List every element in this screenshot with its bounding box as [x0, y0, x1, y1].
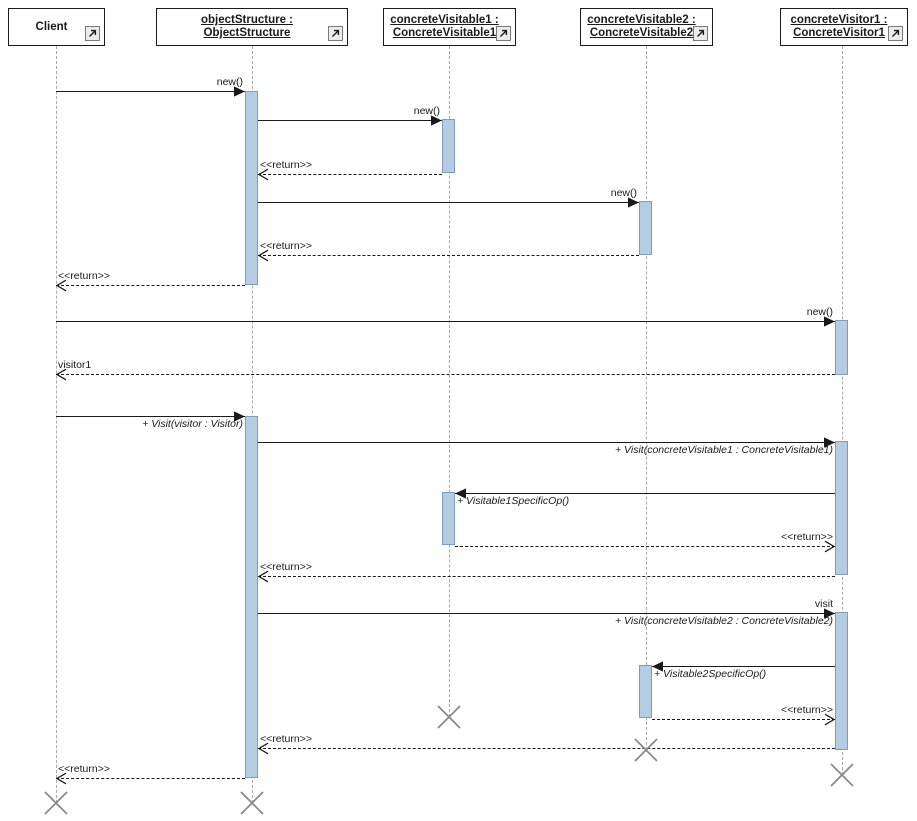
- message-label-m12: <<return>>: [781, 531, 833, 543]
- lifeline-stem-concrete-visitor1: [842, 46, 843, 775]
- message-label-m6: <<return>>: [58, 270, 110, 282]
- lifeline-head-object-structure[interactable]: objectStructure : ObjectStructure: [156, 8, 348, 46]
- lifeline-head-label-client: Client: [35, 20, 68, 33]
- message-label-m9: + Visit(visitor : Visitor): [142, 418, 243, 430]
- message-line-m19: [56, 778, 245, 779]
- message-arrowhead-m7: [823, 315, 836, 328]
- message-label-m1: new(): [216, 76, 243, 88]
- message-line-m2: [258, 120, 442, 121]
- open-in-new-icon[interactable]: [693, 26, 708, 41]
- message-label-m13: <<return>>: [260, 561, 312, 573]
- lifeline-stem-concrete-visitable2: [646, 46, 647, 750]
- message-arrowhead-m4: [627, 196, 640, 209]
- message-label-m15: + Visit(concreteVisitable2 : ConcreteVis…: [615, 615, 833, 627]
- message-label-m10: + Visit(concreteVisitable1 : ConcreteVis…: [615, 444, 833, 456]
- message-label-m7: new(): [806, 306, 833, 318]
- message-label-m2: new(): [413, 105, 440, 117]
- lifeline-head-client[interactable]: Client: [8, 8, 105, 46]
- message-label-m19: <<return>>: [58, 763, 110, 775]
- message-arrowhead-m17: [823, 713, 836, 726]
- lifeline-head-concrete-visitor1[interactable]: concreteVisitor1 : ConcreteVisitor1: [780, 8, 908, 46]
- message-arrowhead-m9: [233, 410, 246, 423]
- message-line-m9: [56, 416, 245, 417]
- message-arrowhead-m8: [55, 368, 68, 381]
- message-arrowhead-m6: [55, 279, 68, 292]
- destruction-marker-concrete-visitor1: [829, 762, 855, 788]
- message-line-m14: [258, 613, 835, 614]
- lifeline-head-concrete-visitable1[interactable]: concreteVisitable1 : ConcreteVisitable1: [383, 8, 516, 46]
- activation-bar-act-cv1-op: [442, 492, 455, 545]
- message-arrowhead-m5: [257, 249, 270, 262]
- destruction-marker-concrete-visitable2: [633, 737, 659, 763]
- message-label-m18: <<return>>: [260, 733, 312, 745]
- open-in-new-icon[interactable]: [888, 26, 903, 41]
- message-line-m11: [455, 493, 835, 494]
- message-line-m18: [258, 748, 835, 749]
- lifeline-stem-client: [56, 46, 57, 803]
- open-in-new-icon[interactable]: [85, 26, 100, 41]
- message-arrowhead-m10: [823, 436, 836, 449]
- activation-bar-act-visitor-visit2: [835, 612, 848, 750]
- activation-bar-act-visitor-visit1: [835, 441, 848, 575]
- activation-bar-act-visitor-create: [835, 320, 848, 375]
- lifeline-head-label-concrete-visitor1: concreteVisitor1 : ConcreteVisitor1: [790, 14, 888, 39]
- message-line-m3: [258, 174, 442, 175]
- message-line-m8: [56, 374, 835, 375]
- message-label-m4: new(): [610, 187, 637, 199]
- destruction-marker-client: [43, 790, 69, 816]
- message-line-m6: [56, 285, 245, 286]
- message-line-m4: [258, 202, 639, 203]
- message-line-m5: [258, 255, 639, 256]
- message-label-m3: <<return>>: [260, 159, 312, 171]
- activation-bar-act-cv2-op: [639, 665, 652, 718]
- message-label-m11: + Visitable1SpecificOp(): [457, 495, 570, 507]
- message-label-m14: visit: [814, 598, 833, 610]
- message-line-m13: [258, 576, 835, 577]
- activation-bar-act-cv2-create: [639, 201, 652, 255]
- activation-bar-act-os-2: [245, 416, 258, 778]
- activation-bar-act-cv1-create: [442, 119, 455, 173]
- activation-bar-act-os-1: [245, 91, 258, 285]
- message-arrowhead-m2: [430, 114, 443, 127]
- message-arrowhead-m1: [233, 85, 246, 98]
- message-arrowhead-m12: [823, 540, 836, 553]
- lifeline-head-concrete-visitable2[interactable]: concreteVisitable2 : ConcreteVisitable2: [580, 8, 713, 46]
- message-line-m17: [652, 719, 835, 720]
- message-line-m10: [258, 442, 835, 443]
- message-line-m7: [56, 321, 835, 322]
- message-arrowhead-m14: [823, 607, 836, 620]
- message-label-m5: <<return>>: [260, 240, 312, 252]
- message-arrowhead-m11: [454, 487, 467, 500]
- message-line-m1: [56, 91, 245, 92]
- open-in-new-icon[interactable]: [496, 26, 511, 41]
- lifeline-stem-concrete-visitable1: [449, 46, 450, 717]
- destruction-marker-object-structure: [239, 790, 265, 816]
- message-arrowhead-m13: [257, 570, 270, 583]
- lifeline-head-label-object-structure: objectStructure : ObjectStructure: [200, 14, 293, 39]
- message-label-m16: + Visitable2SpecificOp(): [654, 668, 767, 680]
- message-arrowhead-m18: [257, 742, 270, 755]
- message-arrowhead-m19: [55, 772, 68, 785]
- message-line-m12: [455, 546, 835, 547]
- lifeline-head-label-concrete-visitable1: concreteVisitable1 : ConcreteVisitable1: [390, 14, 499, 39]
- message-label-m8: visitor1: [58, 359, 92, 371]
- lifeline-head-label-concrete-visitable2: concreteVisitable2 : ConcreteVisitable2: [587, 14, 696, 39]
- message-arrowhead-m16: [651, 660, 664, 673]
- open-in-new-icon[interactable]: [328, 26, 343, 41]
- destruction-marker-concrete-visitable1: [436, 704, 462, 730]
- message-arrowhead-m3: [257, 168, 270, 181]
- message-label-m17: <<return>>: [781, 704, 833, 716]
- message-line-m16: [652, 666, 835, 667]
